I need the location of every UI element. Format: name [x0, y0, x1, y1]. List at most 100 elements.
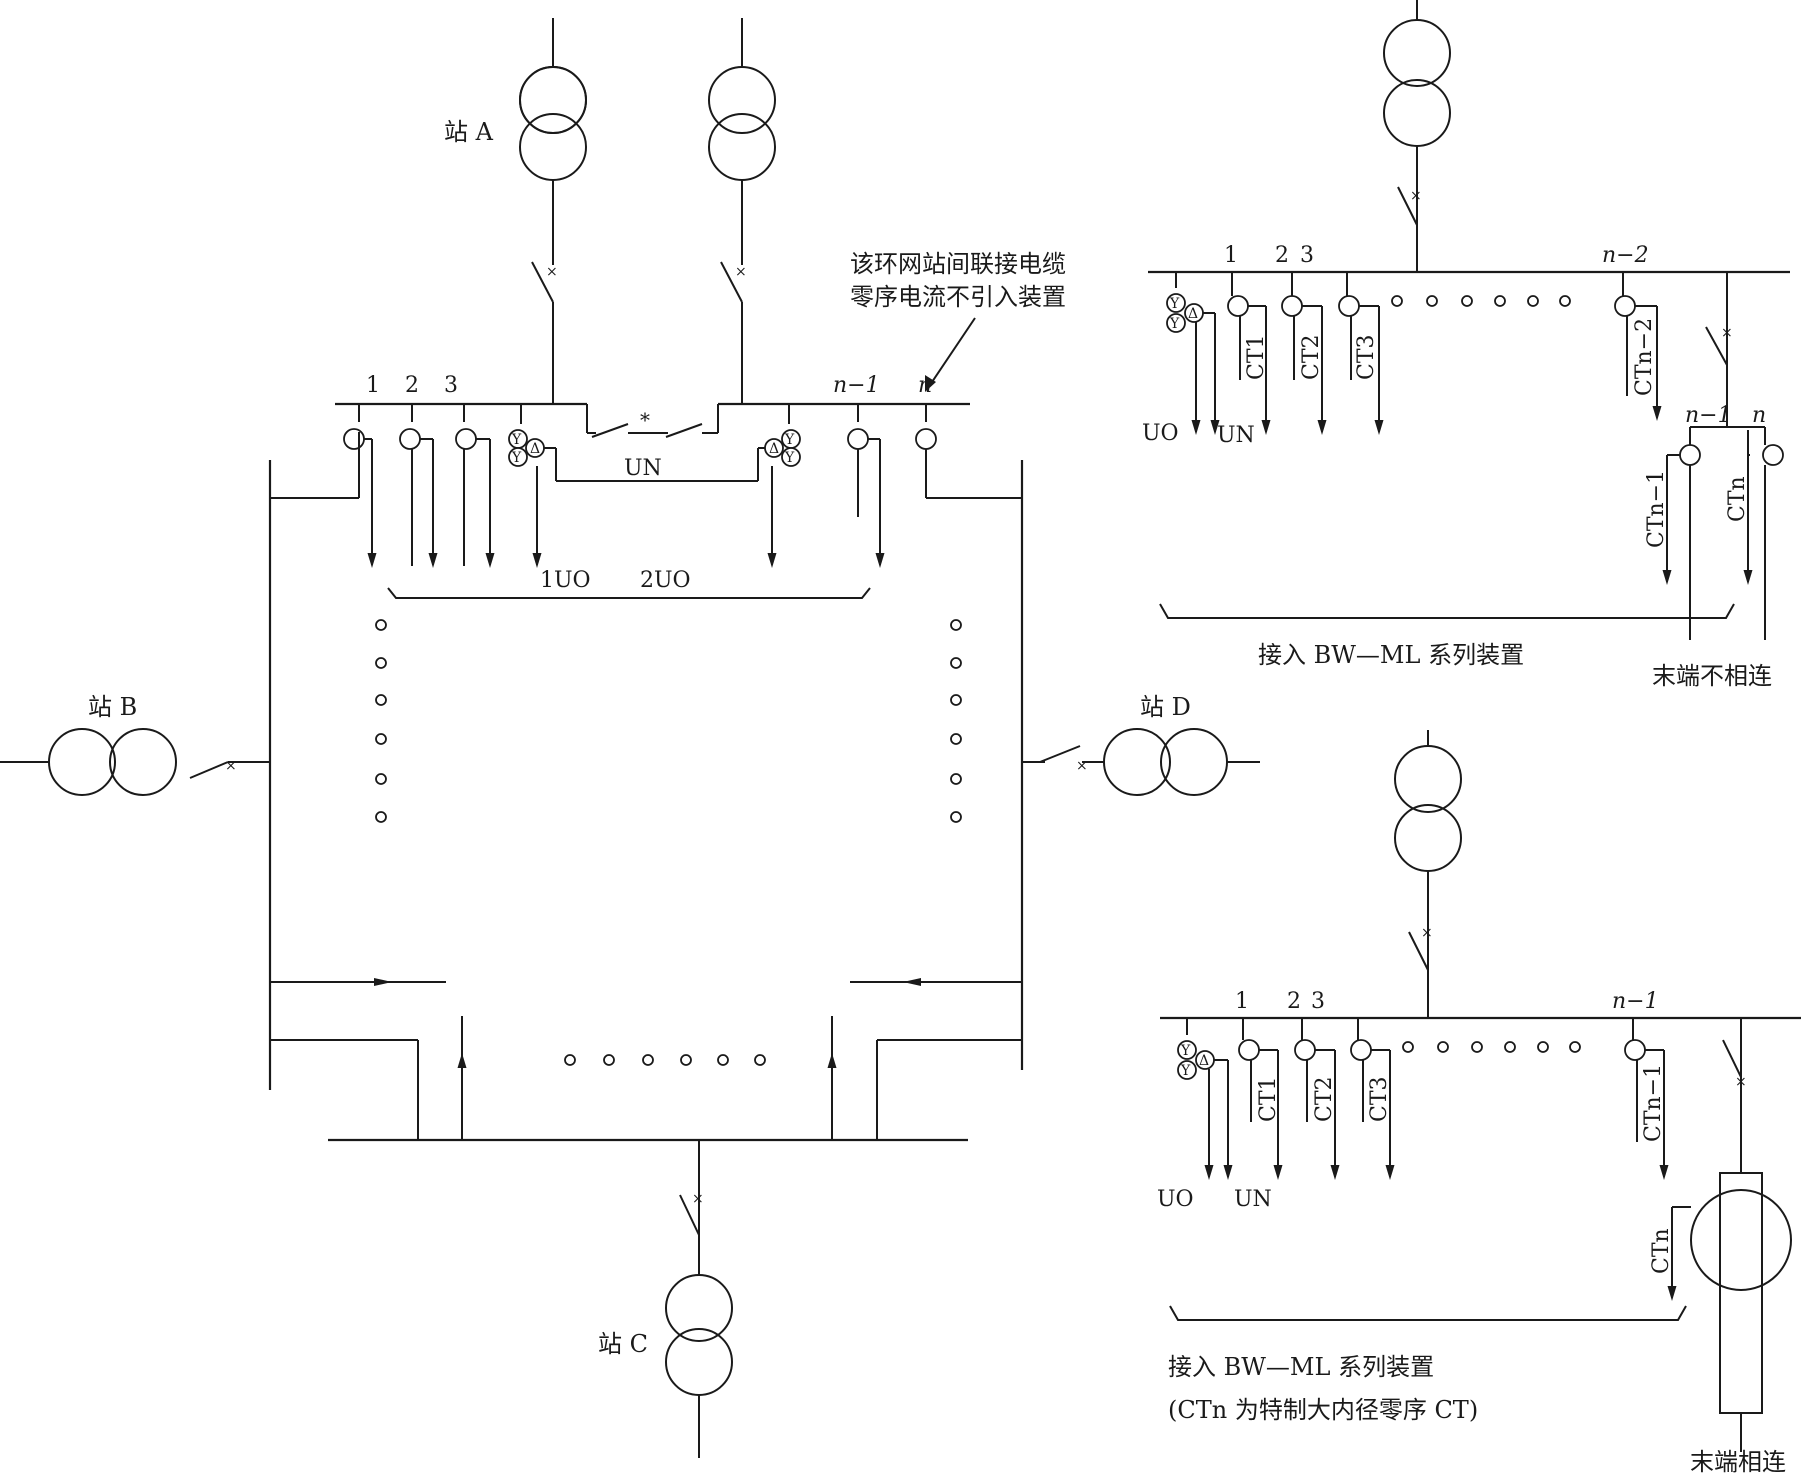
- station-c-label: 站 C: [598, 1330, 648, 1358]
- tr-pt: Y Y Δ: [1166, 272, 1220, 435]
- bottom-right-transformer: ×: [1394, 730, 1462, 1018]
- top-right-diagram: × 1 2 3 n−2 Y Y Δ: [1142, 0, 1790, 690]
- tr-ct3-label: CT3: [1354, 334, 1379, 380]
- br-ct2: [1294, 1018, 1340, 1180]
- tr-ct2: [1281, 272, 1327, 435]
- br-branch-n: ×: [1667, 1018, 1792, 1452]
- note-line-2: 零序电流不引入装置: [850, 283, 1066, 311]
- br-device-brace: [1169, 1305, 1687, 1321]
- svg-text:Y: Y: [1169, 316, 1180, 332]
- tr-ct3: [1338, 272, 1384, 435]
- tr-omitted-dots: [1391, 295, 1571, 307]
- station-b-label: 站 B: [88, 693, 137, 721]
- main-device-brace: [387, 587, 871, 599]
- main-feeder-1: [270, 404, 377, 568]
- main-feeder-1-label: 1: [366, 373, 380, 398]
- svg-text:×: ×: [225, 758, 237, 774]
- svg-text:×: ×: [1721, 325, 1733, 341]
- svg-text:×: ×: [1421, 925, 1433, 941]
- tr-feeder-n1-label: n−1: [1685, 403, 1732, 428]
- svg-text:Y: Y: [784, 450, 795, 466]
- tr-feeder-2-label: 2: [1275, 243, 1289, 268]
- main-ring-diagram: × 站 A × * 1 2: [0, 18, 1260, 1458]
- main-omitted-dots: [375, 619, 962, 1066]
- br-ctn1-label: CTn−1: [1641, 1064, 1666, 1142]
- svg-text:Δ: Δ: [1188, 306, 1198, 322]
- svg-text:Y: Y: [784, 432, 795, 448]
- main-feeder-2: [399, 404, 438, 568]
- br-ctn1: [1624, 1018, 1669, 1180]
- br-feeder-2-label: 2: [1287, 989, 1301, 1014]
- station-d-busbar: ×: [850, 460, 1260, 1140]
- tr-end-note: 末端不相连: [1652, 662, 1772, 690]
- tr-un-label: UN: [1217, 423, 1255, 448]
- tr-ctn-label: CTn: [1725, 476, 1750, 522]
- tr-ct1: [1227, 272, 1271, 435]
- tr-ct2-label: CT2: [1299, 334, 1324, 380]
- main-busbar: *: [335, 402, 970, 438]
- svg-text:×: ×: [692, 1191, 704, 1207]
- station-d-label: 站 D: [1140, 693, 1191, 721]
- svg-text:Δ: Δ: [1199, 1053, 1209, 1069]
- bottom-right-diagram: × 1 2 3 n−1 Y Y Δ: [1157, 730, 1801, 1476]
- main-feeder-3: [455, 404, 495, 568]
- br-ct1: [1238, 1018, 1283, 1180]
- un-label: UN: [624, 456, 662, 481]
- main-pt-1: Y Y Δ: [508, 404, 557, 568]
- br-ct3-label: CT3: [1367, 1076, 1392, 1122]
- station-a-transformer-2: ×: [708, 18, 776, 404]
- station-a-label: 站 A: [444, 118, 494, 146]
- br-feeder-3-label: 3: [1311, 989, 1325, 1014]
- svg-text:Y: Y: [1180, 1043, 1191, 1059]
- svg-text:Δ: Δ: [530, 441, 540, 457]
- br-omitted-dots: [1402, 1041, 1581, 1053]
- svg-text:Δ: Δ: [769, 441, 779, 457]
- br-feeder-n1-label: n−1: [1612, 989, 1659, 1014]
- svg-text:×: ×: [735, 264, 747, 280]
- tr-ct1-label: CT1: [1244, 334, 1269, 380]
- br-ct1-label: CT1: [1256, 1076, 1281, 1122]
- main-1uo-label: 1UO: [540, 568, 591, 593]
- station-a-transformer-1: ×: [519, 18, 587, 404]
- br-un-label: UN: [1234, 1187, 1272, 1212]
- svg-text:×: ×: [546, 264, 558, 280]
- tr-ctn2: [1614, 272, 1662, 421]
- br-ctn-label: CTn: [1649, 1228, 1674, 1274]
- svg-text:Y: Y: [511, 450, 522, 466]
- tr-feeder-n2-label: n−2: [1602, 243, 1649, 268]
- main-feeder-n1-label: n−1: [833, 373, 880, 398]
- br-pt: Y Y Δ: [1177, 1018, 1233, 1180]
- main-feeder-n1: [847, 404, 885, 568]
- svg-text:Y: Y: [1169, 296, 1180, 312]
- svg-text:×: ×: [1410, 188, 1422, 204]
- svg-text:Y: Y: [511, 432, 522, 448]
- br-end-note: 末端相连: [1690, 1448, 1786, 1476]
- tr-feeder-n-label: n: [1752, 403, 1766, 428]
- tr-feeder-1-label: 1: [1224, 243, 1238, 268]
- br-feeder-1-label: 1: [1235, 989, 1249, 1014]
- tr-ctn1-label: CTn−1: [1644, 470, 1669, 548]
- main-feeder-2-label: 2: [405, 373, 419, 398]
- main-feeder-3-label: 3: [444, 373, 458, 398]
- svg-text:Y: Y: [1180, 1063, 1191, 1079]
- tr-ctn2-label: CTn−2: [1632, 318, 1657, 396]
- br-device-label: 接入 BW—ML 系列装置: [1168, 1353, 1434, 1381]
- station-c-busbar: ×: [328, 1016, 968, 1458]
- br-ct3: [1350, 1018, 1395, 1180]
- svg-text:×: ×: [1076, 758, 1088, 774]
- tr-feeder-3-label: 3: [1300, 243, 1314, 268]
- note-pointer-arrow: [925, 317, 976, 392]
- tr-device-brace: [1159, 603, 1735, 619]
- bus-tie-mark: *: [640, 408, 650, 432]
- top-right-transformer: ×: [1383, 0, 1451, 272]
- main-pt-2: Y Y Δ: [757, 404, 801, 568]
- station-b-busbar: ×: [0, 460, 446, 1140]
- tr-branch-n1-n: ×: [1662, 272, 1784, 640]
- br-uo-label: UO: [1157, 1187, 1194, 1212]
- main-2uo-label: 2UO: [640, 568, 691, 593]
- br-ct2-label: CT2: [1312, 1076, 1337, 1122]
- tr-device-label: 接入 BW—ML 系列装置: [1258, 641, 1524, 669]
- tr-uo-label: UO: [1142, 421, 1179, 446]
- br-device-note: (CTn 为特制大内径零序 CT): [1168, 1396, 1478, 1424]
